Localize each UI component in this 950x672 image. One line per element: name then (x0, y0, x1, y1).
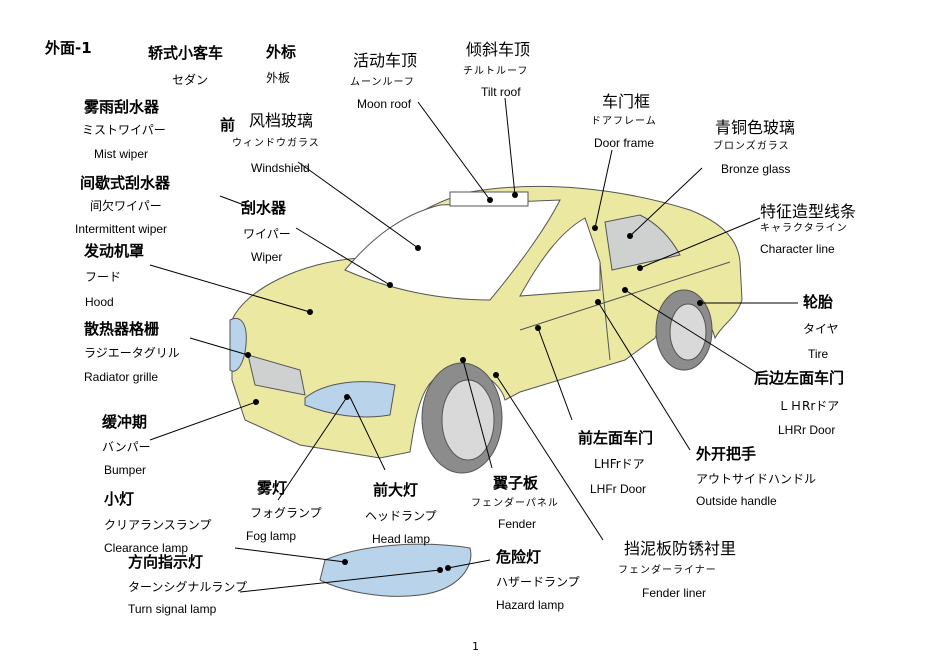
character-line-en: Character line (760, 242, 835, 256)
leader-dots (245, 192, 703, 573)
bumper-zh: 缓冲期 (102, 413, 148, 431)
front-zh: 前 (220, 116, 236, 134)
hazard-jp: ハザードランプ (496, 575, 580, 589)
head-lamp-shape (304, 381, 396, 418)
page-title: 外面-1 (45, 39, 92, 57)
hood-en: Hood (85, 295, 114, 309)
door-glass-rear (604, 214, 681, 271)
hood-zh: 发动机罩 (84, 242, 145, 260)
fender-en: Fender (498, 517, 537, 531)
head-lamp-jp: ヘッドランプ (365, 509, 437, 523)
wiper-zh: 刮水器 (241, 199, 287, 217)
moon-roof-jp: ムーンルーフ (350, 77, 415, 88)
intermittent-jp: 间欠ワイパー (90, 199, 162, 213)
moon-roof-en: Moon roof (357, 97, 412, 111)
front-wheel (421, 362, 503, 474)
mist-wiper-jp: ミストワイパー (82, 123, 166, 137)
mist-wiper-zh: 雾雨刮水器 (84, 98, 160, 116)
bronze-glass-jp: ブロンズガラス (713, 141, 790, 152)
bumper-jp: バンパー (102, 440, 151, 454)
outside-handle-jp: アウトサイドハンドル (696, 472, 817, 486)
door-glass-front (519, 217, 601, 297)
tilt-roof-jp: チルトルーフ (463, 66, 529, 77)
clearance-jp: クリアランスランプ (104, 518, 212, 532)
bronze-glass-zh: 青铜色玻璃 (715, 118, 796, 137)
windshield-jp: ウィンドウガラス (232, 138, 320, 149)
rear-left-door-jp: ＬＨRrドア (778, 399, 840, 413)
character-line (519, 261, 731, 331)
door-frame-jp: ドアフレーム (591, 116, 657, 127)
radiator-zh: 散热器格栅 (84, 320, 160, 338)
fender-liner-jp: フェンダーライナー (618, 565, 717, 576)
fog-lamp-en: Fog lamp (246, 529, 297, 543)
bumper-en: Bumper (104, 463, 147, 477)
radiator-en: Radiator grille (84, 370, 159, 384)
fender-jp: フェンダーパネル (471, 498, 559, 509)
turn-signal-zh: 方向指示灯 (128, 553, 204, 571)
fog-lamp-zh: 雾灯 (257, 479, 288, 497)
front-left-door-jp: LHFrドア (594, 457, 645, 471)
outside-handle-zh: 外开把手 (696, 445, 757, 463)
rear-left-door-en: LHRr Door (778, 423, 836, 437)
front-left-door-en: LHFr Door (590, 482, 647, 496)
sedan-zh: 轿式小客车 (148, 44, 224, 62)
intermittent-en: Intermittent wiper (75, 222, 168, 236)
rear-wheel (655, 289, 713, 371)
leader-lines (149, 97, 798, 593)
tire-zh: 轮胎 (803, 293, 834, 311)
wiper-en: Wiper (251, 250, 283, 264)
front-left-door-zh: 前左面车门 (578, 429, 654, 447)
tire-en: Tire (808, 347, 829, 361)
tilt-roof-zh: 倾斜车顶 (466, 40, 531, 59)
moon-roof-zh: 活动车顶 (353, 51, 418, 70)
radiator-jp: ラジエータグリル (84, 346, 180, 360)
head-lamp-zh: 前大灯 (373, 481, 419, 499)
character-line-jp: キャラクタライン (760, 223, 848, 234)
hazard-en: Hazard lamp (496, 598, 565, 612)
door-frame-zh: 车门框 (602, 92, 651, 111)
wiper-jp: ワイパー (243, 227, 291, 241)
fender-zh: 翼子板 (493, 474, 539, 492)
fog-lamp-shape (229, 318, 247, 372)
mist-wiper-en: Mist wiper (94, 147, 149, 161)
turn-signal-en: Turn signal lamp (128, 602, 217, 616)
car-illustration (229, 185, 743, 597)
page-number: 1 (472, 640, 479, 653)
hazard-zh: 危险灯 (496, 548, 542, 566)
grille-shape (247, 354, 306, 396)
fender-liner-zh: 挡泥板防锈衬里 (624, 539, 737, 558)
clearance-en: Clearance lamp (104, 541, 189, 555)
tire-jp: タイヤ (803, 322, 839, 336)
fender-liner-en: Fender liner (642, 586, 707, 600)
door-frame-en: Door frame (594, 136, 655, 150)
turn-signal-jp: ターンシグナルランプ (128, 580, 248, 594)
exterior-jp: 外板 (266, 71, 291, 85)
character-line-zh: 特征造型线条 (760, 202, 857, 221)
windshield-zh: 风档玻璃 (249, 111, 314, 130)
intermittent-zh: 间歇式刮水器 (80, 174, 171, 192)
fog-lamp-jp: フォグランプ (250, 506, 322, 520)
head-lamp-en: Head lamp (372, 532, 431, 546)
bronze-glass-en: Bronze glass (721, 162, 791, 176)
windshield-en: Windshield (251, 161, 310, 175)
outside-handle-en: Outside handle (696, 494, 777, 508)
windshield-glass (344, 199, 561, 301)
door-seam (599, 261, 611, 361)
sedan-jp: セダン (172, 73, 209, 87)
tilt-roof-en: Tilt roof (481, 85, 521, 99)
clearance-zh: 小灯 (104, 490, 135, 508)
hood-jp: フード (85, 270, 122, 284)
exterior-zh: 外标 (266, 43, 297, 61)
lamp-assembly (319, 543, 472, 597)
rear-left-door-zh: 后边左面车门 (754, 369, 845, 387)
